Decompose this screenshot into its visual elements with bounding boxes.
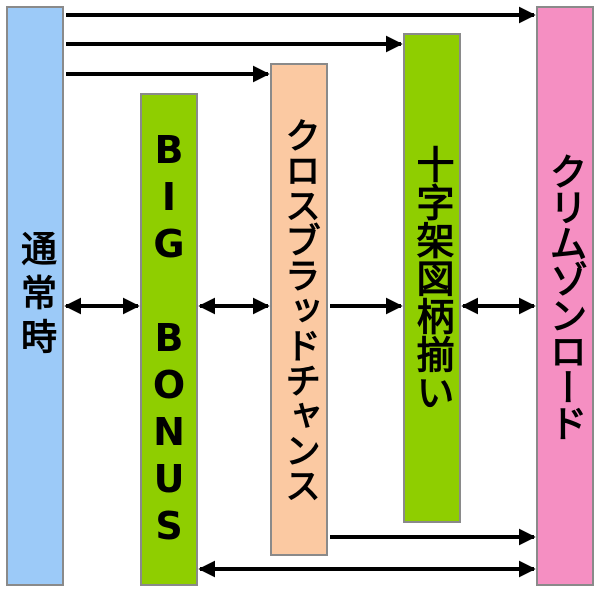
state-cross-symbol-aligned: 十字架図柄揃い: [403, 33, 461, 523]
state-normal: 通常時: [6, 6, 64, 586]
state-crimson-road-label: クリムゾンロード: [543, 152, 587, 440]
state-cross-blood-chance: クロスブラッドチャンス: [270, 63, 328, 556]
state-crimson-road: クリムゾンロード: [536, 6, 594, 586]
state-cross-symbol-aligned-label: 十字架図柄揃い: [410, 145, 454, 411]
state-cross-blood-chance-label: クロスブラッドチャンス: [279, 117, 320, 502]
state-big-bonus: BIG BONUS: [140, 93, 198, 586]
state-big-bonus-label: BIG BONUS: [147, 128, 191, 551]
state-normal-label: 通常時: [15, 230, 56, 362]
